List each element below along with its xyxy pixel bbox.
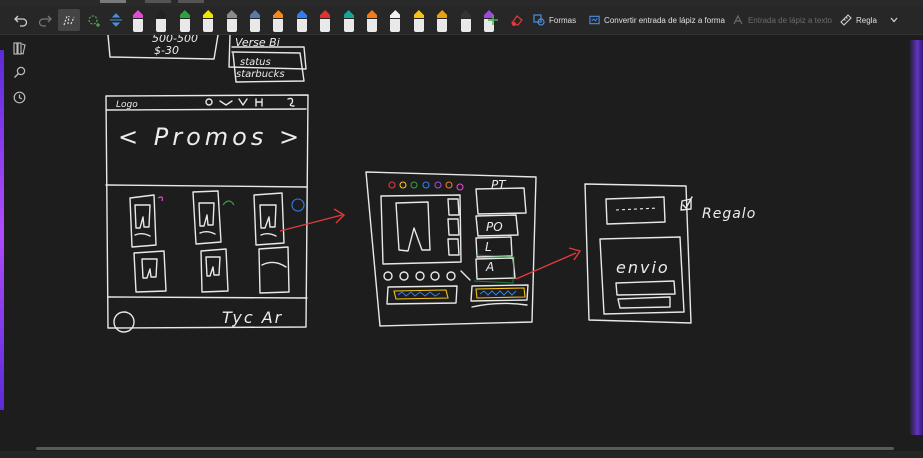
pen-green-icon[interactable] — [179, 10, 190, 32]
shapes-button[interactable]: Formas — [533, 9, 581, 31]
ribbon-tab-indicator[interactable] — [100, 0, 126, 3]
ribbon-tab[interactable] — [178, 0, 204, 3]
pen-red-icon[interactable] — [320, 10, 331, 32]
recent-notes-clock-icon[interactable] — [12, 90, 26, 104]
ink-to-shape-label: Convertir entrada de lápiz a forma — [604, 15, 725, 25]
note-price-range: 500-500 — [152, 35, 198, 45]
add-space-icon[interactable] — [85, 9, 103, 31]
size-option-4: A — [485, 260, 494, 274]
pen-teal-icon[interactable] — [343, 10, 354, 32]
toolbar-expand-chevron-icon[interactable] — [887, 9, 901, 31]
draw-toolbar: Formas Convertir entrada de lápiz a form… — [0, 6, 923, 35]
ruler-label: Regla — [856, 15, 877, 25]
shapes-icon — [533, 14, 545, 26]
pen-yellow-icon[interactable] — [413, 10, 424, 32]
lasso-select-icon[interactable] — [58, 9, 80, 31]
undo-icon[interactable] — [12, 9, 30, 31]
ink-to-text-button[interactable]: Entrada de lápiz a texto — [732, 9, 832, 31]
size-option-2: PO — [486, 220, 503, 234]
search-icon[interactable] — [12, 65, 26, 79]
flow-arrow-2 — [515, 247, 582, 280]
notebook-sidebar — [0, 35, 36, 458]
shapes-label: Formas — [549, 15, 577, 25]
size-option-3: L — [485, 240, 492, 254]
wireframe-checkout-screen: Regalo envio — [584, 183, 756, 324]
screen-glow-left — [0, 50, 4, 410]
ink-to-shape-icon — [589, 15, 600, 25]
pen-amber-icon[interactable] — [437, 10, 448, 32]
notebooks-icon[interactable] — [12, 41, 26, 55]
drawing-canvas[interactable]: 500-500 $-30 Verse Bi status starbucks L… — [36, 32, 910, 445]
flow-arrow-1 — [279, 208, 346, 232]
pen-pink-icon[interactable] — [133, 10, 143, 32]
screen-glow-right — [909, 40, 923, 435]
ruler-icon — [840, 14, 852, 26]
size-options: PT PO L A — [475, 178, 527, 280]
pen-orange-icon[interactable] — [273, 10, 284, 32]
verse-label: Verse Bi — [235, 36, 280, 49]
pen-purple-icon[interactable] — [484, 10, 494, 32]
ribbon-tab[interactable] — [145, 0, 171, 3]
ink-sketch: 500-500 $-30 Verse Bi status starbucks L… — [105, 32, 756, 333]
starbucks-label: starbucks — [236, 69, 285, 80]
thumbnail-row — [383, 270, 471, 281]
pen-black-icon[interactable] — [156, 10, 167, 32]
product-grid — [129, 190, 305, 294]
top-wireframe-fragment: 500-500 $-30 Verse Bi status starbucks — [107, 32, 307, 83]
add-pen-icon[interactable] — [486, 9, 500, 31]
title-strip — [0, 0, 923, 6]
ink-to-shape-button[interactable]: Convertir entrada de lápiz a forma — [589, 9, 725, 31]
pen-dark-icon[interactable] — [460, 10, 471, 32]
ink-to-text-label: Entrada de lápiz a texto — [747, 15, 832, 25]
ink-to-text-icon — [733, 14, 743, 25]
promos-carousel-title: < Promos > — [118, 123, 303, 151]
pen-blue-gray-icon[interactable] — [250, 10, 260, 32]
home-button — [113, 311, 135, 333]
ruler-button[interactable]: Regla — [840, 9, 884, 31]
status-bar — [0, 451, 923, 458]
terms-label: Tyc Ar — [222, 308, 283, 327]
horizontal-scrollbar[interactable] — [36, 447, 894, 450]
redo-icon[interactable] — [36, 9, 54, 31]
pen-white-icon[interactable] — [390, 10, 401, 32]
wireframe-product-detail: PT PO L A — [365, 171, 582, 327]
wireframe-promos-screen: Logo < Promos > Tyc Ar — [105, 94, 346, 333]
eraser-icon[interactable] — [508, 9, 526, 31]
insert-space-icon[interactable] — [107, 9, 125, 31]
size-option-1: PT — [491, 178, 507, 192]
status-label: status — [240, 57, 271, 68]
highlighter-yellow-icon[interactable] — [203, 10, 214, 32]
note-price: $-30 — [154, 44, 179, 57]
shipping-label: envio — [616, 258, 670, 277]
header-icons — [205, 97, 295, 107]
pen-gray-icon[interactable] — [226, 10, 237, 32]
pen-blue-icon[interactable] — [296, 10, 307, 32]
pen-orange-2-icon[interactable] — [367, 10, 377, 32]
logo-label: Logo — [116, 100, 138, 110]
color-swatches — [388, 181, 464, 191]
gift-label: Regalo — [702, 206, 756, 222]
